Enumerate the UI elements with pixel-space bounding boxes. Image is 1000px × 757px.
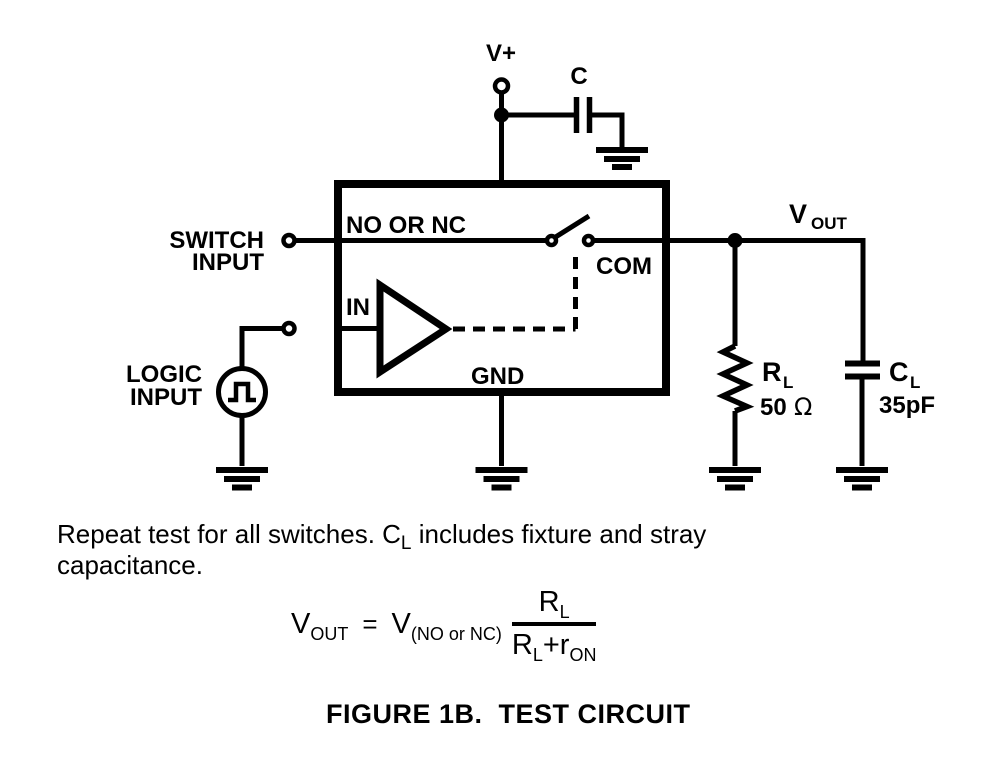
logic-input-label-line1: LOGIC: [126, 361, 202, 388]
figure-caption: FIGURE 1B. TEST CIRCUIT: [326, 699, 691, 729]
pin-label-com: COM: [596, 253, 652, 280]
ground-symbol-gnd-pin: [475, 467, 528, 491]
pulse-source: [216, 366, 268, 418]
note-line1-sub: L: [400, 533, 412, 554]
loadcap-ref-sub: L: [910, 373, 920, 392]
formula-rhs-sub: (NO or NC): [410, 623, 502, 644]
test-circuit-diagram: V+ C NO OR NC COM IN GND SWITCH INPUT LO…: [126, 40, 935, 491]
formula-lhs-base: V: [291, 607, 311, 640]
note-line1-pre: Repeat test for all switches. C: [57, 519, 401, 549]
formula-denominator: RL+rON: [511, 629, 597, 665]
switch-contact: [581, 233, 596, 248]
vout-label-base: V: [789, 199, 807, 229]
formula-rhs-base: V: [391, 607, 411, 640]
buffer-triangle: [376, 278, 453, 379]
switch-symbol: [544, 213, 596, 248]
wire-logic-input: [239, 326, 289, 369]
formula-lhs-sub: OUT: [310, 623, 349, 644]
note-line1: Repeat test for all switches. CL include…: [57, 519, 707, 553]
formula-lhs: VOUT: [291, 607, 349, 644]
junction-dot-output: [727, 233, 743, 248]
note-line1-post: includes fixture and stray: [411, 519, 707, 549]
ground-symbol-loadcap: [836, 467, 888, 491]
ground-symbol-pulse: [216, 467, 268, 491]
note-line2: capacitance.: [57, 550, 203, 580]
resistor-ref-sub: L: [783, 373, 793, 392]
pin-label-in: IN: [346, 294, 370, 321]
switch-input-label-line2: INPUT: [192, 249, 264, 276]
resistor-symbol-rl: [716, 343, 755, 414]
formula-rhs: V(NO or NC): [391, 607, 502, 644]
resistor-value: 50: [760, 394, 787, 421]
switch-arm: [552, 213, 591, 241]
capacitor-symbol-c: [573, 97, 593, 133]
formula-numerator: RL: [538, 586, 570, 622]
switch-contact: [544, 233, 559, 248]
pin-label-no-or-nc: NO OR NC: [346, 212, 466, 239]
pulse-waveform-icon: [228, 381, 256, 403]
supply-label: V+: [486, 40, 516, 67]
resistor-ref-base: R: [762, 357, 782, 387]
vout-label-sub: OUT: [811, 214, 848, 233]
terminal-logic-input: [281, 320, 297, 337]
pin-label-gnd: GND: [471, 363, 524, 390]
ground-symbol-resistor: [709, 467, 761, 491]
ground-symbol-supply-cap: [596, 147, 648, 170]
loadcap-ref-base: C: [889, 357, 909, 387]
resistor-unit-omega: Ω: [794, 393, 812, 421]
formula-equals: =: [362, 608, 378, 639]
terminal-vplus: [492, 77, 511, 95]
decoupling-cap-label: C: [570, 63, 587, 90]
vout-formula: VOUT = V(NO or NC) RL RL+rON: [291, 586, 597, 665]
logic-input-label-line2: INPUT: [130, 384, 202, 411]
junction-dot-supply: [494, 107, 509, 123]
fraction-bar: [511, 622, 597, 626]
note-text: Repeat test for all switches. CL include…: [57, 519, 706, 581]
wire-cap-to-ground: [591, 112, 625, 150]
terminal-switch-input: [281, 232, 297, 249]
formula-fraction: RL RL+rON: [511, 586, 597, 665]
capacitor-symbol-cl: [845, 360, 880, 380]
switch-input-label-line1: SWITCH: [169, 227, 264, 254]
loadcap-value: 35pF: [879, 392, 935, 419]
pulse-source-circle: [216, 366, 268, 418]
